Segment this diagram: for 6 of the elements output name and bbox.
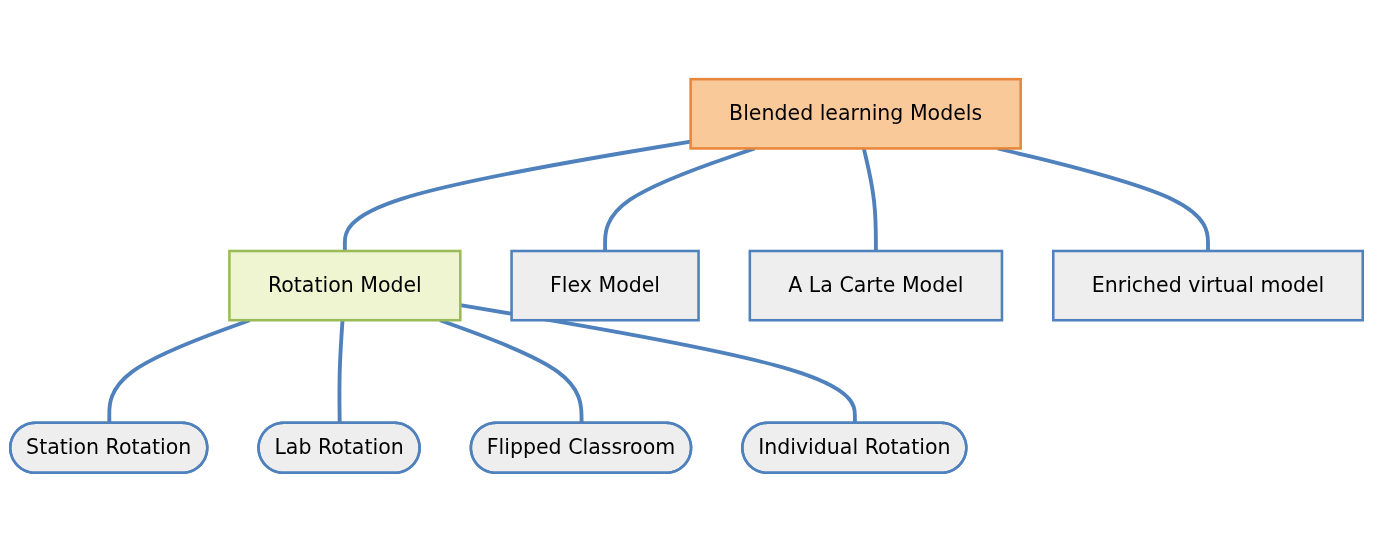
node-box: Blended learning Models <box>689 77 1022 150</box>
node-box: Rotation Model <box>228 249 462 322</box>
node-box: A La Carte Model <box>748 249 1004 322</box>
node-box: Flex Model <box>510 249 700 322</box>
node-box: Enriched virtual model <box>1052 249 1364 322</box>
connector <box>342 139 691 251</box>
